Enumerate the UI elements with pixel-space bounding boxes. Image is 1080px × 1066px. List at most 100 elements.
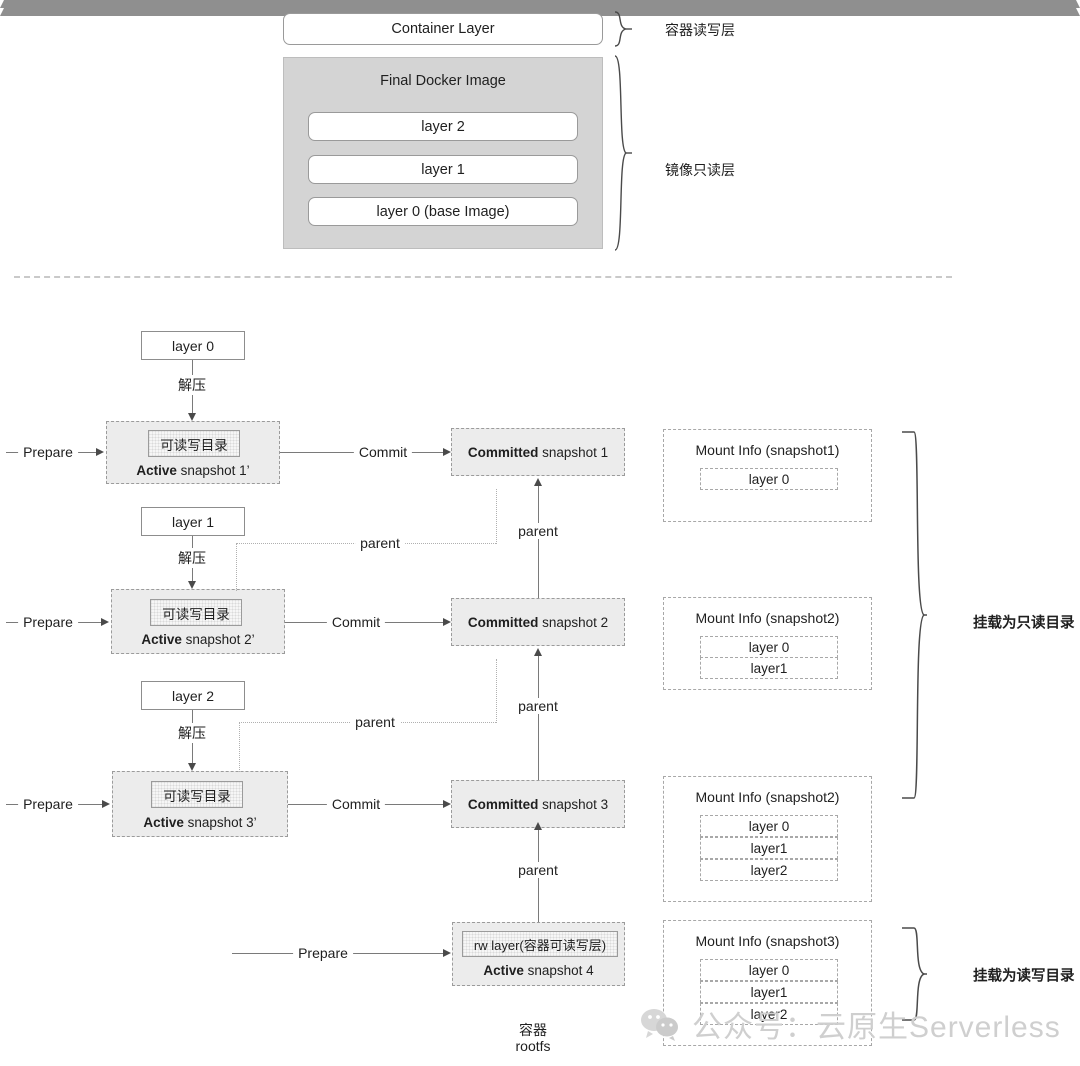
commit-arrowhead-3 <box>443 799 451 808</box>
active-snapshot-1-box: 可读写目录 Active snapshot 1’ <box>106 421 280 484</box>
mount-info-1-layer-0: layer 0 <box>700 468 838 490</box>
parent-solid-arrowhead-1 <box>533 478 542 486</box>
active-snapshot-4-inner-label: rw layer(容器可读写层) <box>473 937 607 953</box>
decompress-arrowhead-1 <box>187 413 196 421</box>
parent-dotted-v-a-1 <box>236 543 237 591</box>
mount-info-1-box: Mount Info (snapshot1) layer 0 <box>663 429 872 522</box>
committed-snapshot-1-box: Committed snapshot 1 <box>451 428 625 476</box>
mount-info-3-layer-0-label: layer 0 <box>748 818 790 834</box>
image-ro-brace-label: 镜像只读层 <box>665 162 735 178</box>
feed-layer-0-box: layer 0 <box>141 331 245 360</box>
mount-info-2-layer-1: layer1 <box>700 657 838 679</box>
committed-snapshot-1-strong: Committed <box>467 444 539 460</box>
decompress-arrowhead-3 <box>187 763 196 771</box>
active-snapshot-1-caption: Active snapshot 1’ <box>107 463 279 478</box>
active-snapshot-3-rest: snapshot 3’ <box>183 815 257 830</box>
mount-info-3-layer-1: layer1 <box>700 837 838 859</box>
active-snapshot-3-inner-dir: 可读写目录 <box>151 781 243 808</box>
decompress-arrowhead-2 <box>187 581 196 589</box>
container-layer-label: Container Layer <box>391 21 495 37</box>
active-snapshot-2-inner-dir: 可读写目录 <box>150 599 242 626</box>
feed-layer-0-label: layer 0 <box>171 337 215 354</box>
parent-dotted-label-2: parent <box>350 714 400 730</box>
parent-solid-line-2 <box>538 654 539 780</box>
mount-info-2-box: Mount Info (snapshot2) layer 0 layer1 <box>663 597 872 690</box>
mount-info-2-layer-0: layer 0 <box>700 636 838 658</box>
prepare-label-4: Prepare <box>293 945 353 961</box>
committed-snapshot-2-box: Committed snapshot 2 <box>451 598 625 646</box>
mount-info-3-title: Mount Info (snapshot2) <box>695 789 840 805</box>
feed-layer-2-label: layer 2 <box>171 687 215 704</box>
active-snapshot-2-rest: snapshot 2’ <box>181 632 255 647</box>
mount-info-4-layer-1: layer1 <box>700 981 838 1003</box>
image-layer-1-box: layer 1 <box>308 155 578 184</box>
active-snapshot-3-box: 可读写目录 Active snapshot 3’ <box>112 771 288 837</box>
parent-dotted-arrowhead-1 <box>0 0 1080 8</box>
parent-dotted-v-b-2 <box>496 659 497 723</box>
feed-layer-1-label: layer 1 <box>171 513 215 530</box>
mount-info-4-layer-0: layer 0 <box>700 959 838 981</box>
active-snapshot-2-strong: Active <box>141 632 182 647</box>
active-snapshot-4-inner-rw: rw layer(容器可读写层) <box>462 931 618 957</box>
mount-info-1-layer-0-label: layer 0 <box>748 471 790 487</box>
commit-label-2: Commit <box>326 614 386 630</box>
parent-solid-arrowhead-2 <box>533 648 542 656</box>
active-snapshot-3-inner-label: 可读写目录 <box>163 788 231 804</box>
readwrite-mount-brace <box>900 926 928 1022</box>
mount-info-4-box: Mount Info (snapshot3) layer 0 layer1 la… <box>663 920 872 1046</box>
parent-solid-label-2: parent <box>513 698 563 714</box>
prepare-label-1: Prepare <box>18 444 78 460</box>
parent-solid-arrowhead-3 <box>533 822 542 830</box>
active-snapshot-3-strong: Active <box>143 815 184 830</box>
prepare-arrowhead-1 <box>96 447 104 456</box>
container-rootfs-line2: rootfs <box>515 1038 551 1054</box>
section-divider <box>14 276 952 278</box>
readonly-mount-brace-label: 挂载为只读目录 <box>973 615 1075 632</box>
active-snapshot-4-box: rw layer(容器可读写层) Active snapshot 4 <box>452 922 625 986</box>
mount-info-3-layer-1-label: layer1 <box>750 840 788 856</box>
mount-info-4-layer-1-label: layer1 <box>750 984 788 1000</box>
commit-arrowhead-2 <box>443 617 451 626</box>
commit-label-3: Commit <box>326 796 386 812</box>
image-layer-1-label: layer 1 <box>421 161 465 178</box>
parent-solid-label-3: parent <box>513 862 563 878</box>
active-snapshot-1-rest: snapshot 1’ <box>176 463 250 478</box>
image-layer-2-box: layer 2 <box>308 112 578 141</box>
container-rootfs-line1: 容器 <box>519 1022 547 1038</box>
mount-info-4-layer-2-label: layer2 <box>750 1006 788 1022</box>
parent-solid-label-1: parent <box>513 523 563 539</box>
container-rw-brace-label: 容器读写层 <box>665 22 735 38</box>
mount-info-2-title: Mount Info (snapshot2) <box>695 610 840 626</box>
active-snapshot-2-inner-label: 可读写目录 <box>162 606 230 622</box>
committed-snapshot-3-box: Committed snapshot 3 <box>451 780 625 828</box>
image-layer-0-box: layer 0 (base Image) <box>308 197 578 226</box>
active-snapshot-4-rest: snapshot 4 <box>523 963 594 978</box>
readonly-mount-brace <box>900 430 928 800</box>
mount-info-1-title: Mount Info (snapshot1) <box>695 442 840 458</box>
prepare-label-2: Prepare <box>18 614 78 630</box>
mount-info-3-layer-0: layer 0 <box>700 815 838 837</box>
prepare-arrowhead-2 <box>101 617 109 626</box>
feed-layer-2-box: layer 2 <box>141 681 245 710</box>
decompress-label-1: 解压 <box>173 375 211 395</box>
mount-info-4-title: Mount Info (snapshot3) <box>695 933 840 949</box>
active-snapshot-1-inner-label: 可读写目录 <box>160 437 228 453</box>
prepare-label-3: Prepare <box>18 796 78 812</box>
mount-info-3-layer-2: layer2 <box>700 859 838 881</box>
active-snapshot-2-box: 可读写目录 Active snapshot 2’ <box>111 589 285 654</box>
image-layer-2-label: layer 2 <box>421 118 465 135</box>
container-layer-box: Container Layer <box>283 13 603 45</box>
decompress-label-2: 解压 <box>173 548 211 568</box>
final-docker-image-title: Final Docker Image <box>380 73 506 89</box>
mount-info-2-layer-1-label: layer1 <box>750 660 788 676</box>
active-snapshot-4-strong: Active <box>483 963 524 978</box>
committed-snapshot-1-rest: snapshot 1 <box>538 444 609 460</box>
prepare-arrowhead-4 <box>443 948 451 957</box>
active-snapshot-1-inner-dir: 可读写目录 <box>148 430 240 457</box>
committed-snapshot-2-strong: Committed <box>467 614 539 630</box>
image-ro-brace <box>611 55 633 251</box>
parent-dotted-label-1: parent <box>355 535 405 551</box>
parent-dotted-v-b-1 <box>496 489 497 544</box>
image-layer-0-label: layer 0 (base Image) <box>376 203 510 220</box>
